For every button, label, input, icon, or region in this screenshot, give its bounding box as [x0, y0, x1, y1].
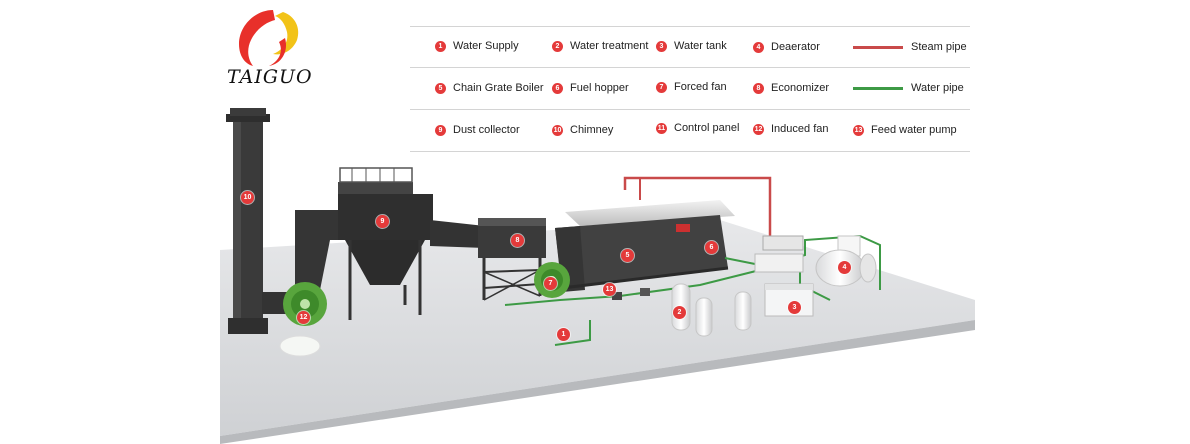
legend-item-water-treatment: 2 Water treatment [552, 40, 648, 52]
legend-number-badge: 1 [435, 40, 446, 52]
legend-label: Water treatment [570, 40, 649, 52]
legend-item-feed-water-pump: 13 Feed water pump [853, 124, 957, 136]
scene-badge-chimney: 10 [241, 191, 254, 204]
chimney [226, 108, 270, 334]
legend-label: Forced fan [674, 81, 727, 93]
connecting-duct [430, 220, 485, 248]
legend-number-badge: 11 [656, 122, 667, 134]
legend-number-badge: 7 [656, 81, 667, 93]
legend-number-badge: 5 [435, 82, 446, 94]
legend-label: Fuel hopper [570, 82, 629, 94]
scene-badge-dust-collector: 9 [376, 215, 389, 228]
legend-number-badge: 10 [552, 124, 563, 136]
legend-label: Water tank [674, 40, 727, 52]
legend-item-induced-fan: 12 Induced fan [753, 123, 829, 135]
legend-number-badge: 8 [753, 82, 764, 94]
legend-item-water-tank: 3 Water tank [656, 40, 727, 52]
legend-label: Deaerator [771, 41, 820, 53]
taiguo-logo [239, 10, 299, 66]
legend-number-badge: 13 [853, 124, 864, 136]
legend-label: Induced fan [771, 123, 829, 135]
legend-label: Steam pipe [911, 41, 967, 53]
water-pipe-supply [554, 320, 591, 346]
economizer [478, 218, 546, 301]
legend-table: 1 Water Supply 2 Water treatment 3 Water… [410, 26, 970, 152]
legend-number-badge: 2 [552, 40, 563, 52]
legend-label: Water Supply [453, 40, 519, 52]
scene-badge-deaerator: 4 [838, 261, 851, 274]
legend-label: Feed water pump [871, 124, 957, 136]
brand-name: TAIGUO [227, 66, 313, 88]
water-tank [764, 283, 814, 317]
legend-label: Chain Grate Boiler [453, 82, 544, 94]
steam-pipe-swatch [853, 45, 903, 49]
induced-fan [279, 282, 327, 357]
water-pipe-swatch [853, 86, 903, 90]
control-panel [754, 235, 804, 273]
legend-item-economizer: 8 Economizer [753, 82, 829, 94]
legend-item-water-pipe: Water pipe [853, 82, 964, 94]
legend-divider [410, 151, 970, 152]
legend-label: Control panel [674, 122, 740, 134]
legend-label: Chimney [570, 124, 614, 136]
legend-number-badge: 12 [753, 123, 764, 135]
steam-pipe [623, 176, 772, 240]
legend-label: Water pipe [911, 82, 964, 94]
scene-badge-forced-fan: 7 [544, 277, 557, 290]
scene-badge-economizer: 8 [511, 234, 524, 247]
floor-edge [220, 320, 975, 444]
legend-number-badge: 4 [753, 41, 764, 53]
legend-item-fuel-hopper: 6 Fuel hopper [552, 82, 629, 94]
dust-collector [338, 167, 433, 320]
legend-item-forced-fan: 7 Forced fan [656, 81, 727, 93]
legend-number-badge: 3 [656, 40, 667, 52]
legend-item-chimney: 10 Chimney [552, 124, 613, 136]
legend-item-control-panel: 11 Control panel [656, 122, 739, 134]
legend-item-deaerator: 4 Deaerator [753, 41, 820, 53]
legend-divider [410, 67, 970, 68]
legend-number-badge: 9 [435, 124, 446, 136]
legend-item-steam-pipe: Steam pipe [853, 41, 967, 53]
scene-badge-water-treatment: 2 [673, 306, 686, 319]
scene-badge-fuel-hopper: 6 [705, 241, 718, 254]
legend-item-chain-grate-boiler: 5 Chain Grate Boiler [435, 82, 544, 94]
scene-badge-water-supply: 1 [557, 328, 570, 341]
legend-number-badge: 6 [552, 82, 563, 94]
legend-item-dust-collector: 9 Dust collector [435, 124, 520, 136]
scene-badge-water-tank: 3 [788, 301, 801, 314]
scene-badge-induced-fan: 12 [297, 311, 310, 324]
legend-divider [410, 109, 970, 110]
feed-water-pump [612, 288, 650, 300]
legend-label: Dust collector [453, 124, 520, 136]
floor-platform [220, 220, 975, 436]
chain-grate-boiler [555, 200, 735, 292]
legend-item-water-supply: 1 Water Supply [435, 40, 519, 52]
legend-divider [410, 26, 970, 27]
scene-badge-boiler: 5 [621, 249, 634, 262]
scene-badge-feed-water-pump: 13 [603, 283, 616, 296]
legend-label: Economizer [771, 82, 830, 94]
